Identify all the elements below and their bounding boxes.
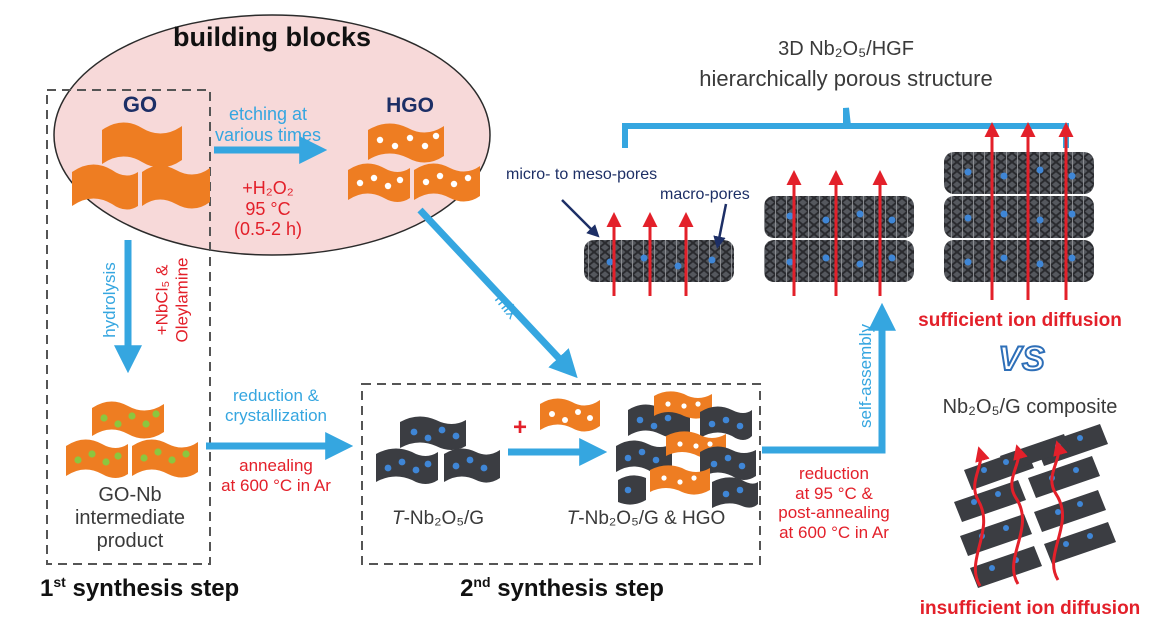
hgo-sheets <box>348 123 480 202</box>
etching-line1: etching at <box>228 104 308 124</box>
step1-dashed-box <box>46 89 211 565</box>
conditions-line2: 95 °C <box>245 198 291 219</box>
tnb-label-prefix: T <box>391 508 404 529</box>
annealing-line1: annealing <box>239 456 313 475</box>
composite-stack <box>954 424 1116 588</box>
step2-label-sup: nd <box>473 574 491 590</box>
self-assembly-label: self-assembly <box>856 324 875 428</box>
step1-label-suffix: synthesis step <box>65 575 240 602</box>
go-sheets <box>72 122 210 210</box>
reagent-line2: Oleylamine <box>172 257 191 343</box>
etching-line2: various times <box>214 124 322 145</box>
step1-label-sup: st <box>53 574 66 590</box>
go-nb-sheets <box>66 401 198 478</box>
porous-structure-large <box>944 152 1094 282</box>
insufficient-diffusion-label: insufficient ion diffusion <box>919 598 1141 619</box>
reduction-line1: reduction & <box>232 386 319 405</box>
product-line1: GO-Nb <box>98 484 162 506</box>
macro-pores-label: macro-pores <box>660 186 750 203</box>
step2-dashed-box <box>361 383 761 565</box>
annealing-label: annealing at 600 °C in Ar <box>221 456 331 495</box>
step3-line4: at 600 °C in Ar <box>779 522 889 542</box>
mixture-label: T-Nb₂O₅/G & HGO <box>567 508 726 530</box>
step3-conditions-label: reduction at 95 °C & post-annealing at 6… <box>778 464 890 542</box>
tnb-label-suffix: -Nb₂O₅/G <box>403 508 485 529</box>
tnb-label: T-Nb₂O₅/G <box>392 508 484 530</box>
step1-reagent-label: +NbCl₅ & Oleylamine <box>152 257 191 342</box>
structure-title-line2: hierarchically porous structure <box>699 66 993 91</box>
macro-pointer <box>713 203 728 249</box>
vs-label: VS <box>997 339 1046 379</box>
sufficient-diffusion-label: sufficient ion diffusion <box>918 310 1122 331</box>
step1-label-prefix: 1 <box>40 575 54 602</box>
conditions-line3: (0.5-2 h) <box>233 219 303 240</box>
sufficient-diffusion-arrows <box>606 122 1074 300</box>
micro-meso-pointer <box>561 199 600 238</box>
etching-conditions: +H₂O₂ 95 °C (0.5-2 h) <box>234 178 302 240</box>
reagent-line1: +NbCl₅ & <box>152 264 172 336</box>
step3-line2: at 95 °C & <box>795 483 873 503</box>
product-line2: intermediate <box>74 507 186 529</box>
composite-label: Nb₂O₅/G composite <box>942 396 1118 418</box>
conditions-line1: +H₂O₂ <box>242 178 294 198</box>
step2-label-prefix: 2 <box>460 575 474 602</box>
structure-title-line1: 3D Nb₂O₅/HGF <box>778 38 914 60</box>
micro-meso-label: micro- to meso-pores <box>506 166 658 183</box>
tnb-sheets <box>376 416 500 484</box>
mixture-label-prefix: T <box>566 508 579 529</box>
step1-label: 1st synthesis step <box>40 574 239 603</box>
step2-hgo-sheet <box>540 398 600 432</box>
step2-label-suffix: synthesis step <box>490 575 664 602</box>
insufficient-diffusion-arrows <box>973 440 1068 587</box>
process-arrows <box>114 136 896 466</box>
plus-sign: + <box>513 414 528 441</box>
porous-structure-bracket <box>622 107 1069 148</box>
go-nb-product-label: GO-Nb intermediate product <box>75 484 185 553</box>
step2-label: 2nd synthesis step <box>460 574 664 603</box>
hydrolysis-label: hydrolysis <box>100 262 119 338</box>
mixture-sheets <box>616 391 758 508</box>
etching-label: etching at various times <box>215 104 321 145</box>
annealing-line2: at 600 °C in Ar <box>221 475 331 495</box>
product-line3: product <box>96 530 164 552</box>
porous-structure-small <box>584 240 734 282</box>
porous-structure-medium <box>764 196 914 282</box>
go-label: GO <box>122 92 158 117</box>
step3-line3: post-annealing <box>778 503 890 523</box>
building-blocks-title: building blocks <box>172 22 372 52</box>
reduction-crystallization-label: reduction & crystallization <box>225 386 327 425</box>
mixture-label-suffix: -Nb₂O₅/G & HGO <box>578 508 726 529</box>
reduction-line2: crystallization <box>224 405 328 425</box>
hgo-label: HGO <box>386 94 434 117</box>
step3-line1: reduction <box>799 464 869 483</box>
